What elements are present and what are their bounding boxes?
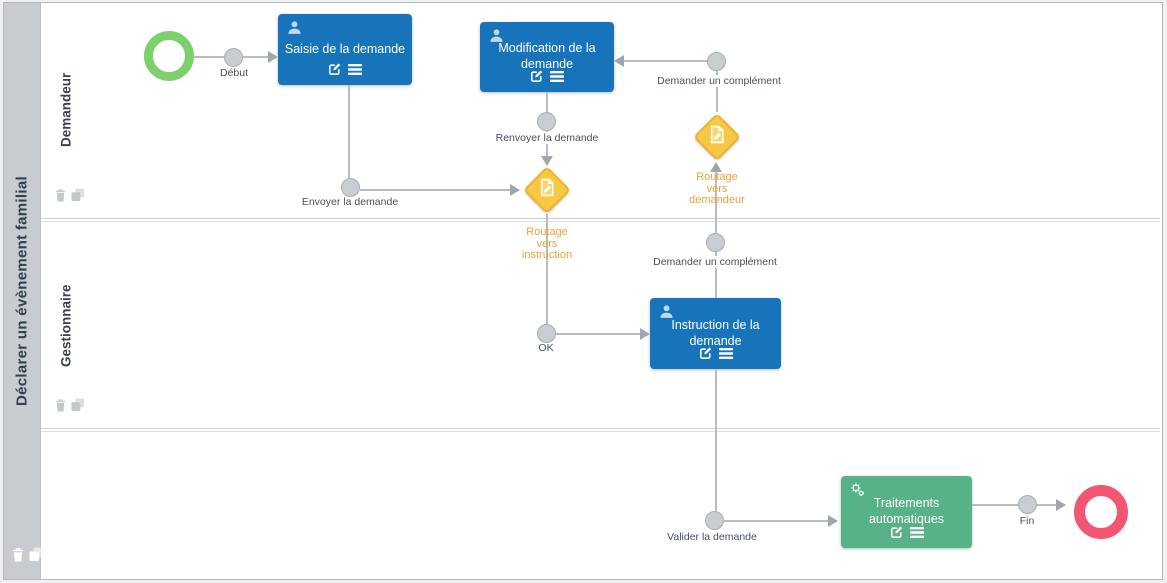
arrowhead-icon: [828, 515, 838, 527]
gateway-label: Routage vers instruction: [521, 226, 573, 261]
task-label: Instruction de la demande: [671, 317, 760, 348]
transition-label: Fin: [1017, 515, 1037, 527]
gear-icon: [850, 482, 865, 497]
arrowhead-icon: [541, 156, 553, 166]
flow-gateway-up: [716, 71, 718, 112]
transition-label: Valider la demande: [665, 531, 759, 543]
transition-point-demander-complement[interactable]: [706, 233, 725, 252]
lane-gestionnaire-actions: [55, 398, 85, 417]
transition-label: Renvoyer la demande: [493, 132, 601, 144]
flow-envoyer: [360, 189, 510, 191]
lane-divider: [41, 218, 1160, 219]
pool-header[interactable]: Déclarer un évènement familial: [4, 3, 44, 579]
edit-icon[interactable]: [328, 62, 341, 80]
menu-icon[interactable]: [718, 346, 733, 364]
task-traitements-automatiques[interactable]: Traitements automatiques: [841, 476, 972, 548]
person-icon: [287, 20, 302, 35]
transition-point-debut[interactable]: [224, 48, 243, 67]
task-saisie-de-la-demande[interactable]: Saisie de la demande: [278, 14, 412, 85]
start-event[interactable]: [144, 31, 194, 81]
lane-label-demandeur[interactable]: Demandeur: [58, 72, 74, 148]
task-instruction-de-la-demande[interactable]: Instruction de la demande: [650, 298, 781, 369]
edit-icon[interactable]: [699, 346, 712, 364]
transition-label: Demander un complément: [651, 256, 779, 268]
transition-label: Demander un complément: [655, 75, 783, 87]
document-edit-icon: [540, 178, 555, 202]
transition-point-renvoyer[interactable]: [537, 112, 556, 131]
flow-ok: [556, 333, 640, 335]
flow-valider-down: [715, 369, 717, 512]
lane-divider: [41, 428, 1160, 429]
transition-label: Envoyer la demande: [299, 196, 401, 208]
arrowhead-icon: [268, 51, 278, 63]
task-label: Modification de la demande: [498, 41, 596, 71]
gateway-label: Routage vers demandeur: [689, 171, 745, 206]
gateway-routage-vers-instruction[interactable]: [522, 165, 572, 215]
duplicate-icon[interactable]: [71, 188, 85, 207]
transition-point-valider[interactable]: [705, 511, 724, 530]
transition-point-ok[interactable]: [537, 324, 556, 343]
person-icon: [659, 304, 674, 319]
process-title: Déclarer un évènement familial: [13, 176, 31, 406]
trash-icon[interactable]: [55, 399, 66, 417]
task-label: Saisie de la demande: [284, 41, 406, 56]
arrowhead-icon: [510, 184, 520, 196]
transition-point-envoyer[interactable]: [341, 178, 360, 197]
flow-fin: [972, 504, 1056, 506]
edit-icon[interactable]: [890, 525, 903, 543]
flow-demander-complement-left: [622, 60, 708, 62]
lane-divider: [41, 431, 1160, 432]
task-label: Traitements automatiques: [868, 496, 945, 526]
gateway-routage-vers-demandeur[interactable]: [692, 112, 742, 162]
transition-label: Début: [217, 67, 251, 79]
flow-valider: [724, 520, 828, 522]
task-modification-de-la-demande[interactable]: Modification de la demande: [480, 22, 614, 92]
menu-icon[interactable]: [909, 525, 924, 543]
arrowhead-icon: [614, 55, 624, 67]
end-event[interactable]: [1074, 485, 1128, 539]
transition-label: OK: [536, 342, 556, 354]
flow-saisie-down: [348, 85, 350, 178]
flow-gateway-ok: [546, 214, 548, 325]
menu-icon[interactable]: [348, 62, 362, 80]
trash-icon[interactable]: [12, 548, 24, 567]
lane-demandeur-actions: [55, 188, 85, 207]
arrowhead-icon: [1056, 499, 1066, 511]
duplicate-icon[interactable]: [29, 547, 44, 567]
trash-icon[interactable]: [55, 189, 66, 207]
lane-divider: [41, 221, 1160, 222]
edit-icon[interactable]: [530, 69, 543, 87]
lane-label-gestionnaire[interactable]: Gestionnaire: [58, 284, 74, 368]
arrowhead-icon: [640, 328, 650, 340]
transition-point-fin[interactable]: [1018, 495, 1037, 514]
arrowhead-icon: [710, 162, 722, 172]
person-icon: [489, 28, 504, 43]
duplicate-icon[interactable]: [71, 398, 85, 417]
menu-icon[interactable]: [550, 69, 564, 87]
transition-point-demander-complement[interactable]: [707, 52, 726, 71]
document-edit-icon: [710, 125, 725, 149]
